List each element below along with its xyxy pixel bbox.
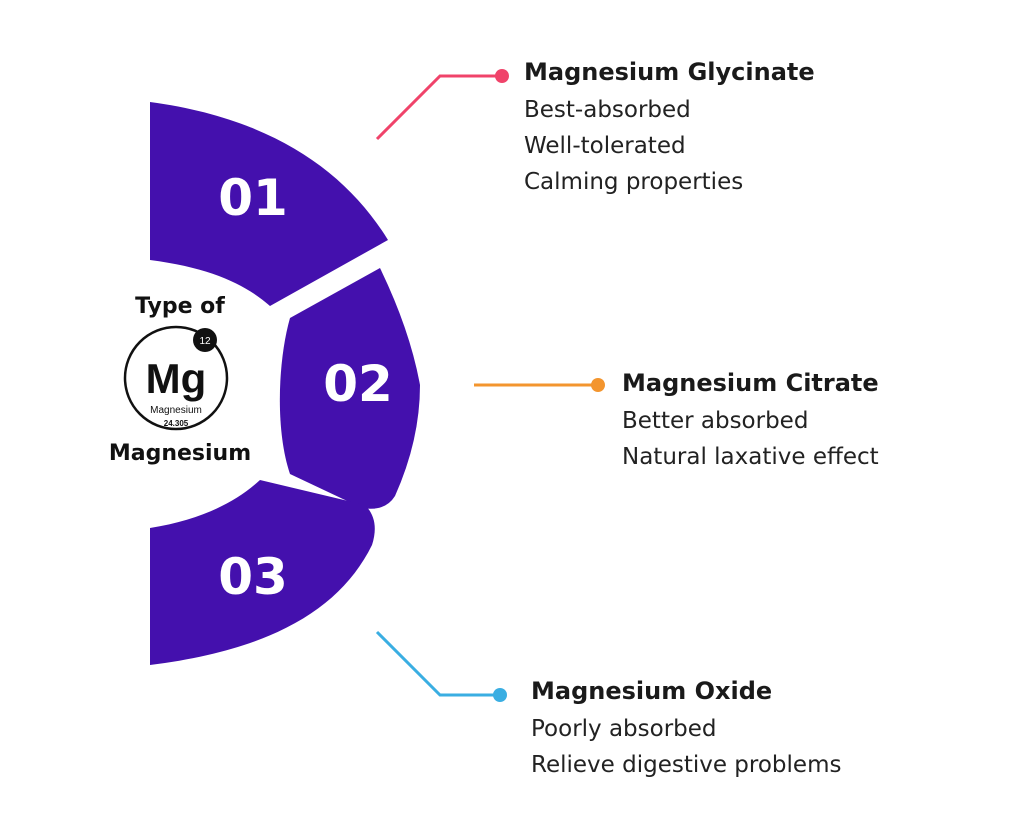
callout-glycinate-title: Magnesium Glycinate	[524, 58, 815, 86]
element-mass: 24.305	[164, 419, 189, 428]
center-top-label: Type of	[135, 294, 225, 319]
callout-glycinate-line-2: Well-tolerated	[524, 133, 686, 159]
connector-dot-oxide	[493, 688, 507, 702]
callout-glycinate-line-3: Calming properties	[524, 169, 744, 195]
callout-citrate-line-2: Natural laxative effect	[622, 444, 879, 470]
atomic-number: 12	[199, 336, 211, 347]
element-tile: 12 Mg Magnesium 24.305	[123, 325, 229, 431]
callout-oxide-line-2: Relieve digestive problems	[531, 752, 842, 778]
segment-02	[279, 268, 420, 509]
connector-dot-glycinate	[495, 69, 509, 83]
element-circle	[123, 325, 229, 431]
connector-line-glycinate	[375, 74, 502, 141]
element-symbol: Mg	[146, 355, 207, 402]
segment-02-number: 02	[323, 355, 393, 413]
callout-glycinate: Magnesium Glycinate Best-absorbed Well-t…	[524, 58, 815, 200]
atomic-number-badge	[193, 328, 217, 352]
segment-03-number: 03	[218, 548, 288, 606]
callout-citrate-line-1: Better absorbed	[622, 408, 809, 434]
segment-03	[150, 480, 375, 665]
callout-oxide: Magnesium Oxide Poorly absorbed Relieve …	[531, 677, 841, 783]
callout-oxide-line-1: Poorly absorbed	[531, 716, 717, 742]
connector-dot-citrate	[591, 378, 605, 392]
callout-glycinate-line-1: Best-absorbed	[524, 97, 691, 123]
callout-citrate: Magnesium Citrate Better absorbed Natura…	[622, 369, 879, 475]
connector-line-oxide	[375, 630, 500, 697]
element-name: Magnesium	[150, 405, 202, 416]
center-bottom-label: Magnesium	[108, 441, 252, 466]
callout-oxide-title: Magnesium Oxide	[531, 677, 773, 705]
callout-citrate-title: Magnesium Citrate	[622, 369, 879, 397]
segment-01-number: 01	[218, 169, 288, 227]
segment-01	[150, 102, 388, 306]
